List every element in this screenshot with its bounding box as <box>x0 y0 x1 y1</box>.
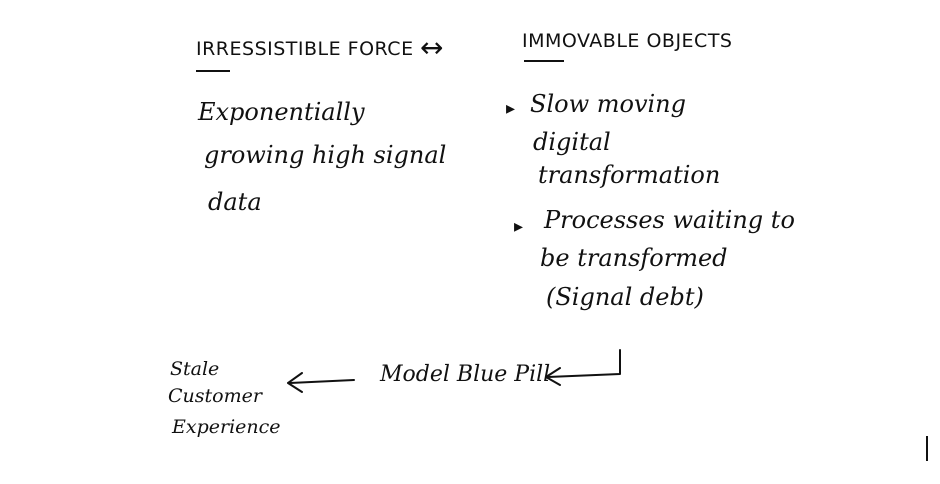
bullet-1-line-3: transformation <box>538 161 721 189</box>
right-heading-underline <box>524 60 564 62</box>
bullet-1-line-1: Slow moving <box>530 90 686 118</box>
bullet-2-line-1: Processes waiting to <box>544 206 795 234</box>
left-body-line-2: growing high signal <box>204 141 447 169</box>
text-cursor <box>926 436 928 461</box>
bullet-2-line-3: (Signal debt) <box>546 283 704 311</box>
left-body-line-3: data <box>208 188 262 216</box>
left-heading: IRRESSISTIBLE FORCE <box>196 38 414 60</box>
bullet-2-marker-icon: ▸ <box>514 216 524 237</box>
right-elbow-arrow-icon <box>545 349 621 386</box>
left-body-line-1: Exponentially <box>198 98 365 126</box>
outcome-line-1: Stale <box>170 358 220 380</box>
right-heading: IMMOVABLE OBJECTS <box>522 30 733 52</box>
bullet-1-marker-icon: ▸ <box>506 98 516 119</box>
left-arrow-icon <box>287 372 355 393</box>
left-heading-underline <box>196 70 230 72</box>
bullet-2-line-2: be transformed <box>540 244 728 272</box>
outcome-line-2: Customer <box>168 385 262 407</box>
bullet-1-line-2: digital <box>533 128 611 156</box>
outcome-line-3: Experience <box>172 416 281 438</box>
bidirectional-arrow-icon: ↔ <box>420 31 444 64</box>
middle-label: Model Blue Pill <box>380 362 551 387</box>
